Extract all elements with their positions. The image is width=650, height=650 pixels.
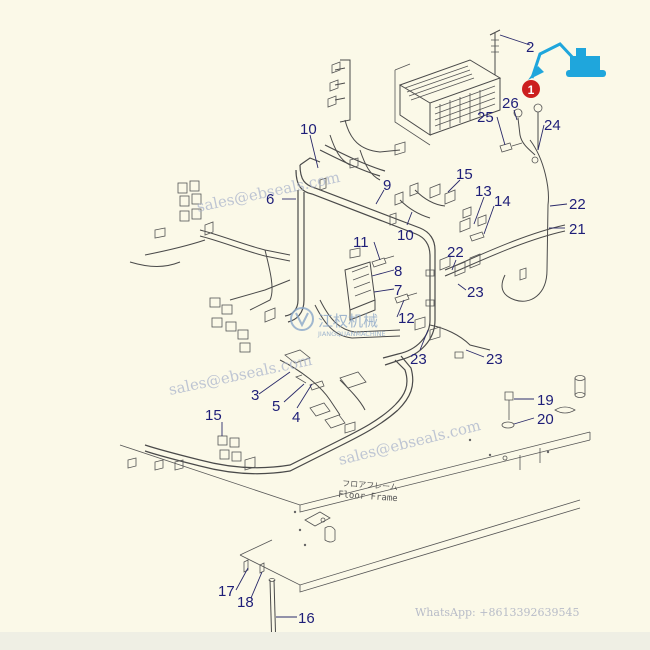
callout-8: 8 [394, 263, 402, 280]
watermark-email-2: sales@ebseals.com [167, 351, 313, 399]
watermark-layer: sales@ebseals.com sales@ebseals.com sale… [167, 168, 579, 619]
callout-15-top: 15 [456, 166, 473, 183]
logo-chinese-text: 江权机械 [318, 312, 378, 330]
watermark-email-3: sales@ebseals.com [337, 416, 483, 469]
callout-21: 21 [569, 221, 586, 238]
callout-5: 5 [272, 398, 280, 415]
callout-4: 4 [292, 409, 300, 426]
bottom-band [0, 632, 650, 650]
callout-3: 3 [251, 387, 259, 404]
callout-9: 9 [383, 177, 391, 194]
harness-left [129, 180, 291, 353]
callout-7: 7 [394, 282, 402, 299]
callout-14: 14 [494, 193, 511, 210]
logo-english-text: JIANGQUANMACHINE [317, 330, 386, 338]
callout-16: 16 [298, 610, 315, 627]
harness-center-right [394, 103, 566, 302]
callout-23-right: 23 [486, 351, 503, 368]
callout-23-left: 23 [410, 351, 427, 368]
excavator-logo-icon [528, 42, 606, 80]
callout-1: 1 [528, 83, 535, 97]
callout-6: 6 [266, 191, 274, 208]
callout-13: 13 [475, 183, 492, 200]
callout-22-center: 22 [447, 244, 464, 261]
leader-lines [221, 34, 568, 618]
floor-frame-label: フロアフレーム Floor Frame [338, 479, 398, 504]
harness-lower [127, 349, 414, 475]
callout-12: 12 [398, 310, 415, 327]
callout-22-right: 22 [569, 196, 586, 213]
callout-1-highlight: 1 [522, 80, 540, 98]
floor-frame-label-jp: フロアフレーム [342, 479, 398, 492]
callout-19: 19 [537, 392, 554, 409]
callout-labels: 2 3 4 5 6 7 8 9 10 10 11 12 13 14 15 15 … [205, 39, 586, 627]
controller-box [394, 29, 502, 146]
callout-25: 25 [477, 109, 494, 126]
harness-top [327, 59, 406, 181]
right-parts [501, 375, 586, 429]
callout-23-upper: 23 [467, 284, 484, 301]
watermark-whatsapp: WhatsApp: +8613392639545 [415, 606, 579, 619]
callout-18: 18 [237, 594, 254, 611]
callout-26: 26 [502, 95, 519, 112]
callout-11: 11 [353, 234, 369, 251]
callout-10-top: 10 [300, 121, 317, 138]
callout-20: 20 [537, 411, 554, 428]
callout-17: 17 [218, 583, 235, 600]
company-logo: 江权机械 JIANGQUANMACHINE [290, 307, 386, 338]
callout-24: 24 [544, 117, 561, 134]
floor-frame-label-en: Floor Frame [338, 490, 398, 504]
callout-15-bottom: 15 [205, 407, 222, 424]
center-parts [314, 217, 491, 359]
callout-2: 2 [526, 39, 534, 56]
callout-10-center: 10 [397, 227, 414, 244]
